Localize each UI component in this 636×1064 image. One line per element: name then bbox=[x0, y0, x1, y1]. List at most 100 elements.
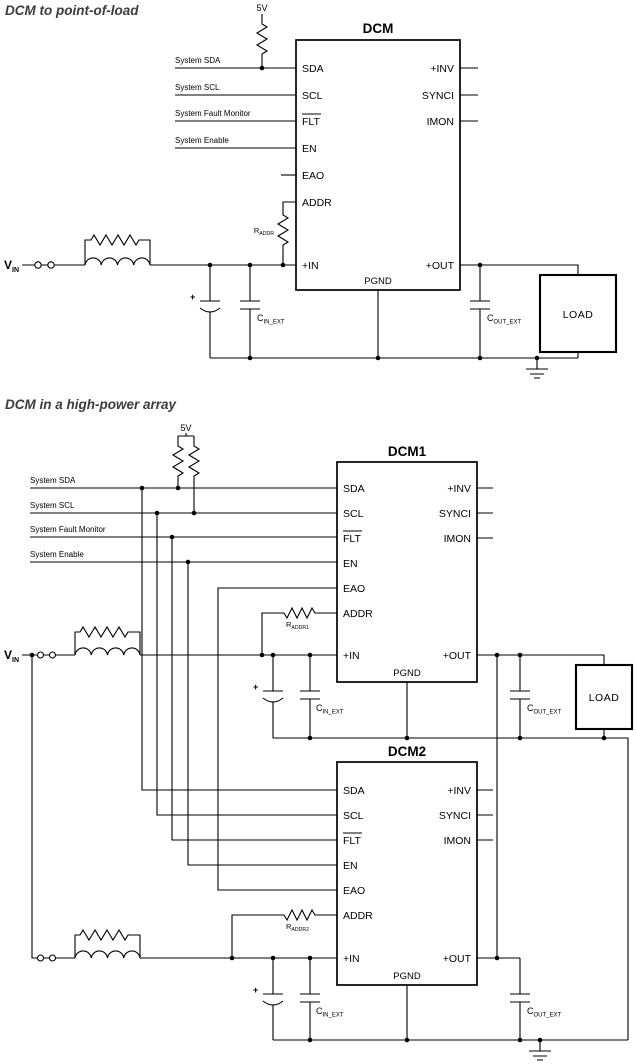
pin-sda: SDA bbox=[302, 63, 324, 75]
load-box bbox=[538, 273, 618, 354]
junction-dot bbox=[247, 262, 253, 268]
dcm2-right-pin-stubs bbox=[477, 789, 493, 841]
pin-pgnd: PGND bbox=[364, 276, 392, 287]
signal-label-sda: System SDA bbox=[30, 476, 76, 485]
junction-dot bbox=[154, 510, 160, 516]
pin-imon: IMON bbox=[444, 533, 471, 545]
pin-sda: SDA bbox=[343, 785, 365, 797]
pullup-resistor-symbol bbox=[255, 14, 269, 68]
signal-label-sda: System SDA bbox=[175, 56, 221, 65]
ground-symbol bbox=[526, 358, 548, 379]
input-terminal-circle bbox=[48, 954, 57, 962]
junction-dot bbox=[207, 262, 213, 268]
cout-ext-label: COUT_EXT bbox=[487, 313, 522, 326]
pin-scl: SCL bbox=[302, 90, 323, 102]
cout-ext2-capacitor-symbol bbox=[510, 958, 530, 1040]
ground-symbol bbox=[529, 1040, 551, 1061]
junction-dot bbox=[139, 485, 145, 491]
pin-plus-inv: +INV bbox=[447, 483, 471, 495]
junction-dot bbox=[175, 485, 181, 491]
pin-flt: FLT bbox=[302, 116, 320, 128]
pin-eao: EAO bbox=[343, 583, 365, 595]
junction-dot bbox=[229, 955, 235, 961]
bus-enable bbox=[187, 562, 337, 866]
pin-plus-inv: +INV bbox=[430, 63, 454, 75]
pin-en: EN bbox=[343, 860, 358, 872]
input-filter-inductor-symbol bbox=[84, 257, 151, 266]
junction-dot bbox=[517, 735, 523, 741]
dcm1-chip-title: DCM1 bbox=[388, 444, 427, 459]
pin-pgnd: PGND bbox=[393, 971, 421, 982]
raddr-label: RADDR bbox=[254, 226, 274, 237]
junction-dot bbox=[307, 652, 313, 658]
input-terminal-circle bbox=[48, 651, 57, 659]
pin-eao: EAO bbox=[302, 170, 324, 182]
pin-flt: FLT bbox=[343, 835, 361, 847]
supply-5v-label: 5V bbox=[256, 3, 267, 13]
pullup-resistors-symbol bbox=[171, 433, 201, 513]
pin-en: EN bbox=[302, 143, 317, 155]
cin-ext-capacitor-symbol bbox=[240, 265, 260, 358]
pin-addr: ADDR bbox=[343, 608, 373, 620]
pin-plus-in: +IN bbox=[302, 260, 319, 272]
raddr2-label: RADDR2 bbox=[286, 922, 309, 933]
junction-dot bbox=[534, 355, 540, 361]
cout-ext-capacitor-symbol bbox=[470, 265, 490, 358]
pin-synci: SYNCI bbox=[439, 508, 471, 520]
pin-synci: SYNCI bbox=[422, 90, 454, 102]
junction-dot bbox=[169, 534, 175, 540]
junction-dot bbox=[307, 955, 313, 961]
bus-eao bbox=[217, 587, 337, 891]
dcm1-chip-body bbox=[336, 461, 478, 683]
cin-ext2-capacitor-symbol bbox=[300, 958, 320, 1040]
pin-scl: SCL bbox=[343, 508, 364, 520]
junction-dot bbox=[404, 735, 410, 741]
input-filter2-inductor-symbol bbox=[74, 950, 141, 959]
junction-dots bbox=[29, 485, 607, 1043]
pin-en: EN bbox=[343, 558, 358, 570]
junction-dot bbox=[29, 652, 35, 658]
junction-dot bbox=[307, 735, 313, 741]
pin-scl: SCL bbox=[343, 810, 364, 822]
junction-dot bbox=[307, 1037, 313, 1043]
dcm1-right-pin-stubs bbox=[477, 487, 493, 539]
pin-eao: EAO bbox=[343, 885, 365, 897]
signal-label-enable: System Enable bbox=[175, 136, 229, 145]
polarity-plus-sign: + bbox=[253, 985, 258, 995]
cout-ext1-label: COUT_EXT bbox=[527, 703, 562, 716]
polarity-plus-sign: + bbox=[253, 682, 258, 692]
bus-scl bbox=[156, 513, 337, 816]
junction-dot bbox=[270, 955, 276, 961]
system-signal-wires bbox=[30, 487, 337, 563]
dcm-chip-title: DCM bbox=[363, 21, 394, 36]
polarized-capacitor-symbol bbox=[199, 265, 221, 358]
junction-dot bbox=[494, 652, 500, 658]
junction-dot bbox=[247, 355, 253, 361]
load-label: LOAD bbox=[589, 692, 620, 704]
cin-ext1-label: CIN_EXT bbox=[316, 703, 344, 716]
bus-sda bbox=[141, 488, 337, 791]
load-label: LOAD bbox=[563, 309, 594, 321]
raddr2-resistor-symbol bbox=[231, 908, 337, 958]
junction-dot bbox=[185, 559, 191, 565]
section-point-of-load: DCM to point-of-load 5V System SDA Syste… bbox=[4, 3, 618, 379]
right-pin-stubs bbox=[460, 67, 478, 122]
ground-rail bbox=[210, 352, 579, 359]
junction-dot bbox=[259, 652, 265, 658]
mid-ground-rail bbox=[273, 737, 629, 1040]
cin-ext2-label: CIN_EXT bbox=[316, 1006, 344, 1019]
input-filter2-resistor-symbol bbox=[74, 928, 141, 958]
vin-label: VIN bbox=[4, 258, 19, 274]
section1-title: DCM to point-of-load bbox=[5, 3, 139, 18]
pin-pgnd: PGND bbox=[393, 668, 421, 679]
input-filter1-inductor-symbol bbox=[74, 647, 141, 656]
section-high-power-array: DCM in a high-power array 5V System SDA … bbox=[4, 397, 634, 1061]
pin-synci: SYNCI bbox=[439, 810, 471, 822]
junction-dot bbox=[477, 355, 483, 361]
pin-imon: IMON bbox=[427, 116, 454, 128]
input-filter1-resistor-symbol bbox=[74, 625, 141, 655]
dcm-chip-body bbox=[295, 39, 461, 291]
signal-label-scl: System SCL bbox=[30, 501, 75, 510]
section2-title: DCM in a high-power array bbox=[5, 397, 178, 412]
